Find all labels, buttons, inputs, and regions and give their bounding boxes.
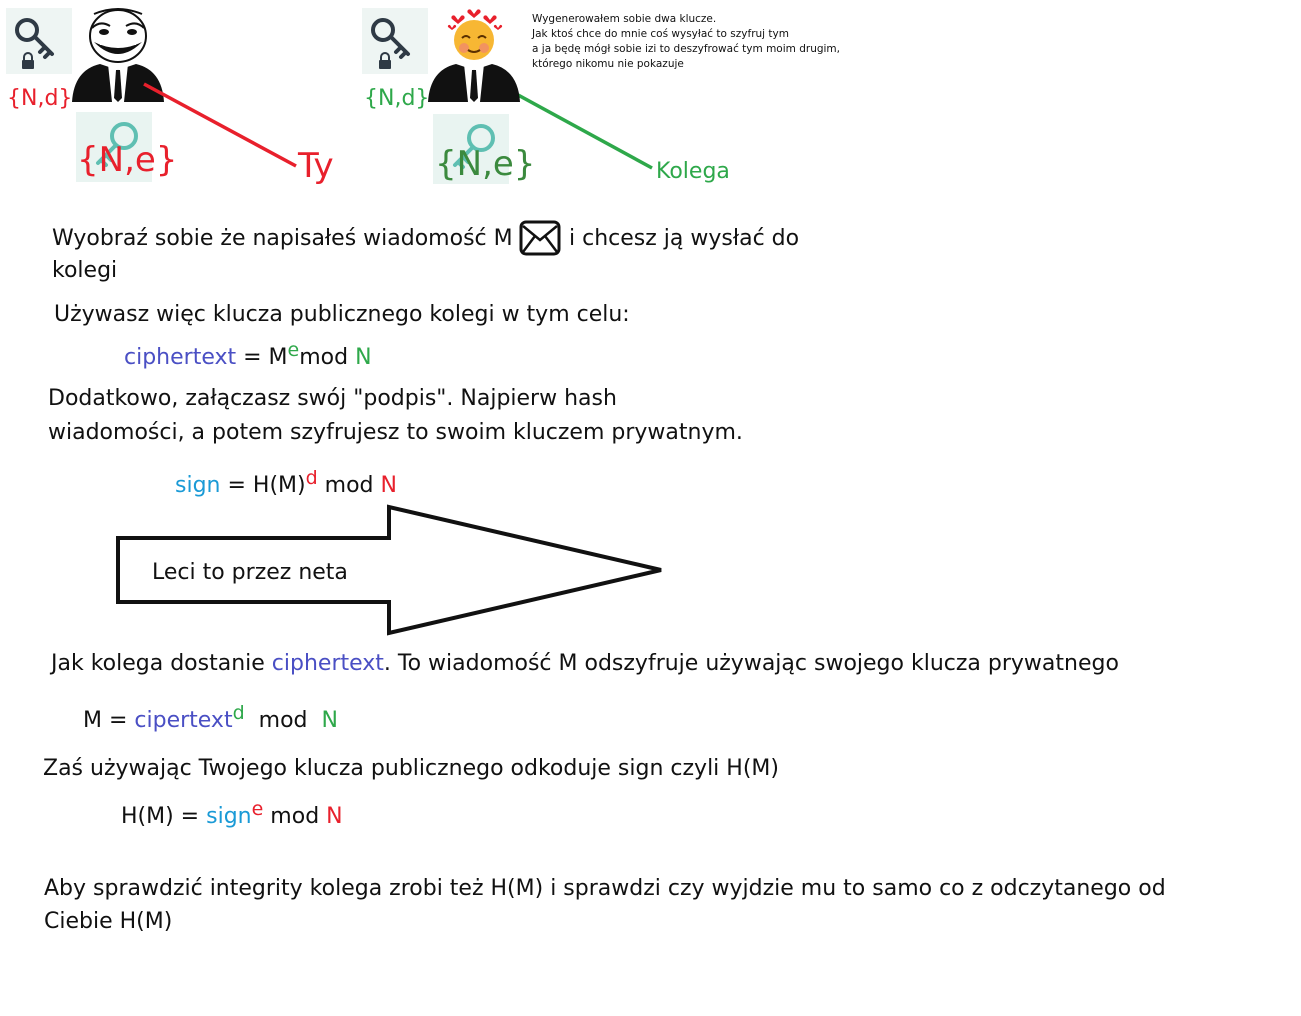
you-label: Ty xyxy=(298,146,334,186)
dark-key-icon xyxy=(371,18,410,59)
encrypt-formula: ciphertext = Memod N xyxy=(124,339,372,373)
envelope-icon xyxy=(519,220,561,256)
formula-lhs: H(M) = xyxy=(121,804,207,829)
dark-key-icon xyxy=(15,18,54,59)
formula-ciphertext: ciphertext xyxy=(124,345,237,370)
teal-key-icon xyxy=(96,122,138,167)
public-key-label-you: {N,e} xyxy=(77,140,178,180)
lock-icon xyxy=(22,52,34,69)
signing-line2: wiadomości, a potem szyfrujesz to swoim … xyxy=(48,420,743,445)
friend-note-line: a ja będę mógł sobie izi to deszyfrować … xyxy=(532,43,841,55)
decrypt-text-part1: Jak kolega dostanie xyxy=(51,651,272,676)
lock-icon xyxy=(379,52,391,69)
decrypt-text: Jak kolega dostanie ciphertext. To wiado… xyxy=(51,649,1119,679)
formula-modulus: N xyxy=(321,708,338,733)
friend-note-line: Wygenerowałem sobie dwa klucze. xyxy=(532,13,717,25)
formula-mod: mod xyxy=(299,345,356,370)
formula-mod: mod xyxy=(263,804,327,829)
formula-exponent: e xyxy=(287,339,300,361)
signing-line1: Dodatkowo, załączasz swój "podpis". Najp… xyxy=(48,386,617,411)
friend-label: Kolega xyxy=(656,159,730,184)
private-key-label-you: {N,d} xyxy=(7,86,73,111)
friend-note-line: Jak ktoś chce do mnie coś wysyłać to szy… xyxy=(532,28,789,40)
integrity-line2: Ciebie H(M) xyxy=(44,909,173,934)
formula-sign: sign xyxy=(206,804,252,829)
teal-key-icon xyxy=(453,124,495,169)
verify-formula: H(M) = signe mod N xyxy=(121,798,343,832)
formula-lhs: M = xyxy=(83,708,135,733)
private-key-label-friend: {N,d} xyxy=(364,86,430,111)
formula-eq: = H(M) xyxy=(220,473,306,498)
signing-formula: sign = H(M)d mod N xyxy=(175,467,397,501)
formula-exponent: d xyxy=(305,467,318,489)
formula-eq: = M xyxy=(236,345,288,370)
intro-line1-part1: Wyobraź sobie że napisałeś wiadomość M xyxy=(52,226,513,251)
integrity-line1: Aby sprawdzić integrity kolega zrobi też… xyxy=(44,876,1166,901)
public-key-label-friend: {N,e} xyxy=(435,144,536,184)
formula-modulus: N xyxy=(355,345,372,370)
formula-mod: mod xyxy=(317,473,381,498)
formula-cipertext: cipertext xyxy=(134,708,233,733)
formula-sign: sign xyxy=(175,473,221,498)
decrypt-formula: M = cipertextd mod N xyxy=(83,702,338,736)
decrypt-text-part2: . To wiadomość M odszyfruje używając swo… xyxy=(383,651,1119,676)
friend-note: Wygenerowałem sobie dwa klucze. Jak ktoś… xyxy=(532,12,840,72)
friend-note-line: którego nikomu nie pokazuje xyxy=(532,58,684,70)
intro-line1-part2: i chcesz ją wysłać do xyxy=(569,226,800,251)
formula-modulus: N xyxy=(326,804,343,829)
intro-line2: kolegi xyxy=(52,258,118,283)
troll-face-person-icon xyxy=(72,8,164,102)
decrypt-text-ciphertext: ciphertext xyxy=(271,651,384,676)
formula-exponent: e xyxy=(251,798,264,820)
verify-text: Zaś używając Twojego klucza publicznego … xyxy=(43,756,779,781)
formula-mod: mod xyxy=(244,708,322,733)
arrow-label: Leci to przez neta xyxy=(152,560,348,585)
formula-exponent: d xyxy=(232,702,245,724)
formula-modulus: N xyxy=(380,473,397,498)
encrypt-text: Używasz więc klucza publicznego kolegi w… xyxy=(54,302,630,327)
smiling-face-hearts-person-icon xyxy=(428,9,520,102)
